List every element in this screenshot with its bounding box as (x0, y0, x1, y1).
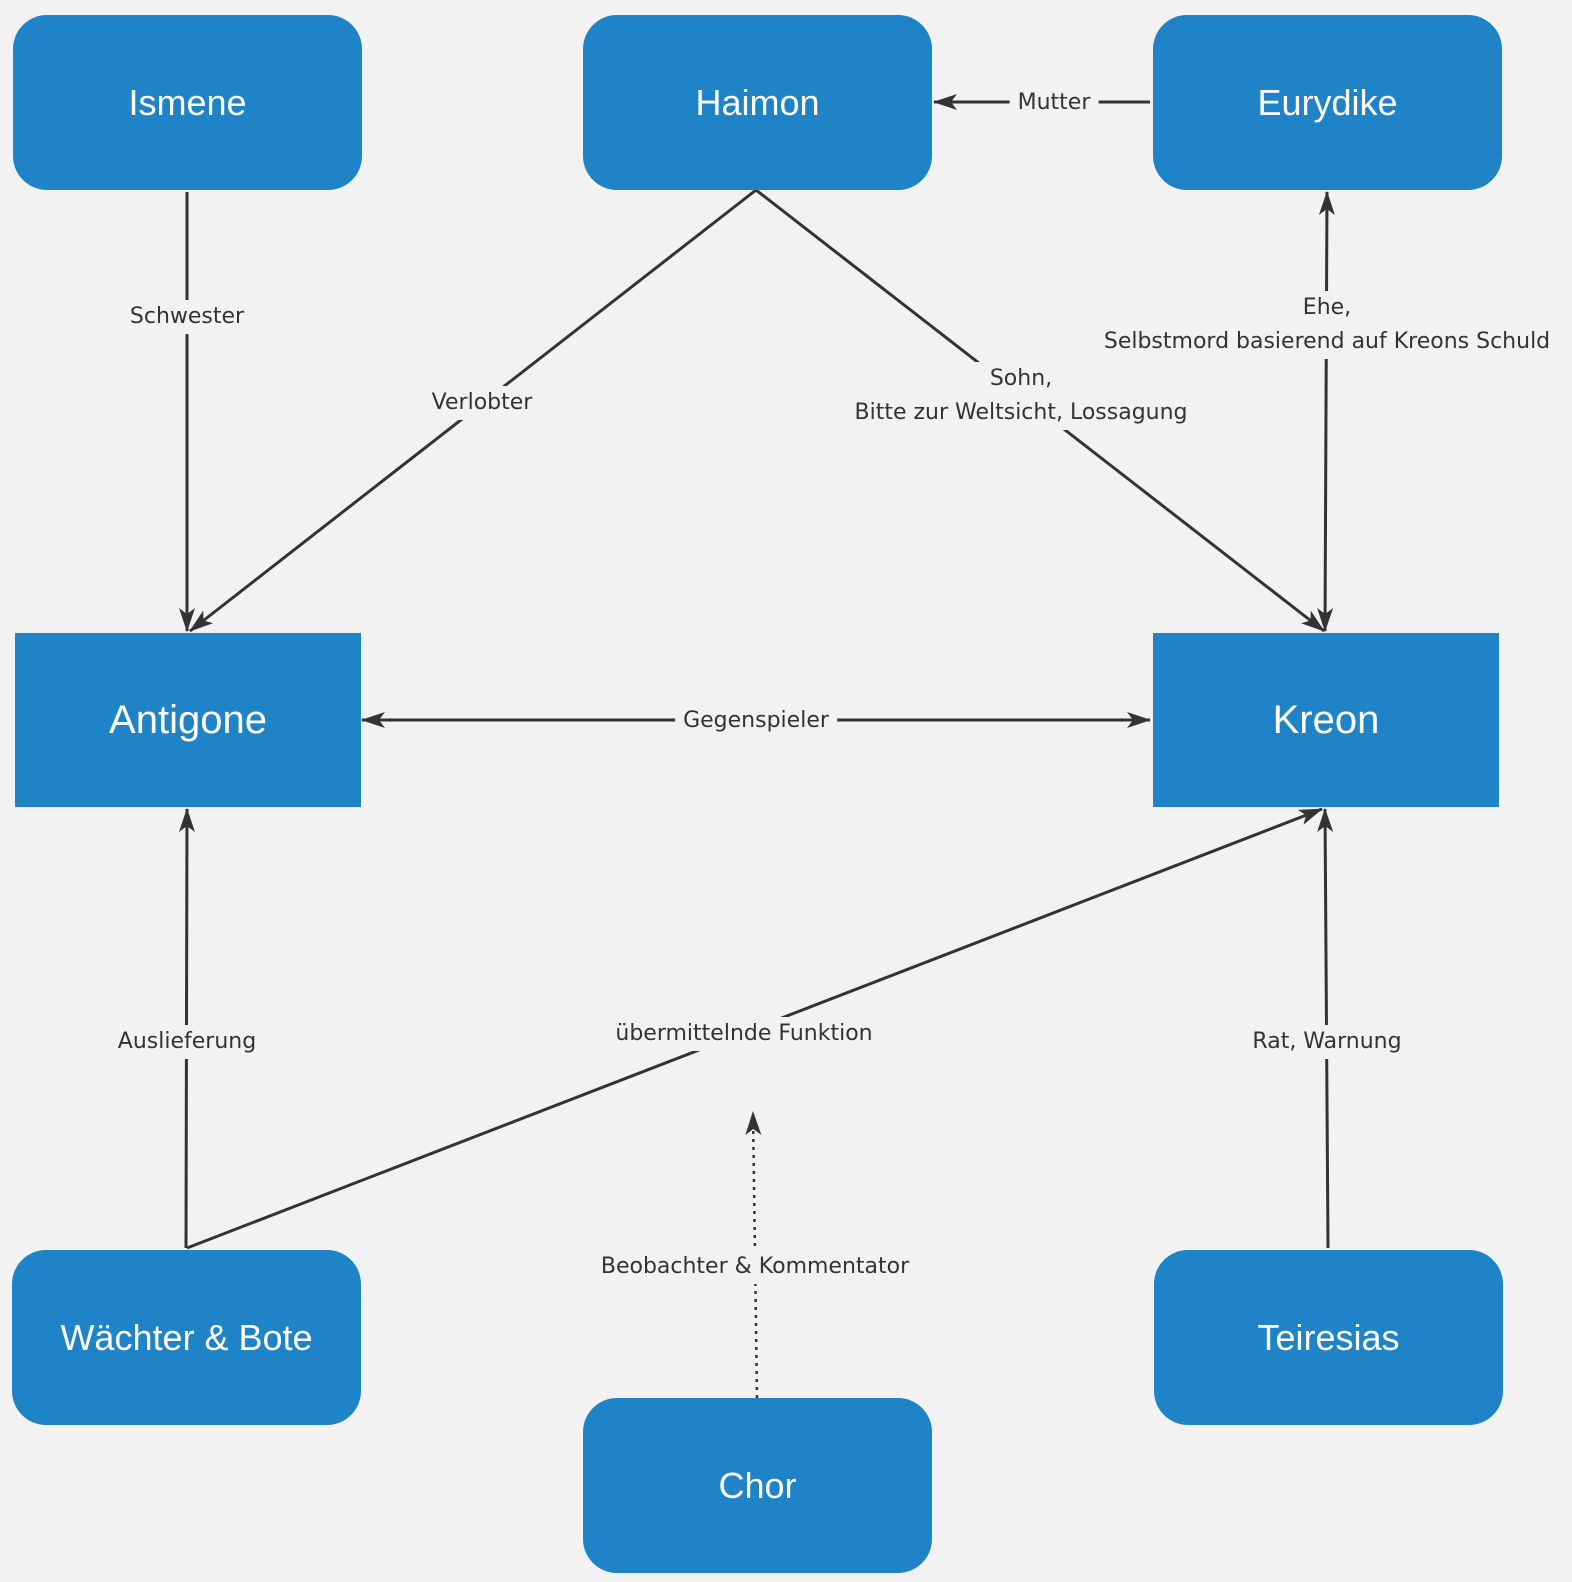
node-ismene[interactable]: Ismene (13, 15, 362, 190)
node-antigone[interactable]: Antigone (15, 633, 361, 807)
edge-label-gegenspieler: Gegenspieler (675, 704, 837, 738)
edge-label-auslieferung: Auslieferung (109, 1025, 265, 1059)
edge-label-rat: Rat, Warnung (1244, 1025, 1410, 1059)
node-haimon[interactable]: Haimon (583, 15, 932, 190)
edge-label-ehe-line1: Ehe, (1302, 295, 1352, 320)
edge-label-sohn-line2: Bitte zur Weltsicht, Lossagung (854, 400, 1188, 425)
edge-ehe (1317, 191, 1335, 632)
node-eurydike[interactable]: Eurydike (1153, 15, 1502, 190)
node-waechter-bote[interactable]: Wächter & Bote (12, 1250, 361, 1425)
edge-label-ehe-line2: Selbstmord basierend auf Kreons Schuld (1103, 329, 1551, 354)
edge-label-mutter: Mutter (1009, 86, 1099, 120)
node-kreon[interactable]: Kreon (1153, 633, 1499, 807)
edge-label-sohn-line1: Sohn, (989, 366, 1053, 391)
edge-label-schwester: Schwester (121, 300, 253, 334)
edge-label-ehe: Ehe, Selbstmord basierend auf Kreons Sch… (1095, 291, 1559, 359)
edge-label-beobachter: Beobachter & Kommentator (592, 1250, 918, 1284)
node-teiresias[interactable]: Teiresias (1154, 1250, 1503, 1425)
edge-label-verlobter: Verlobter (423, 386, 541, 420)
node-chor[interactable]: Chor (583, 1398, 932, 1573)
edge-label-uebermittelnd: übermittelnde Funktion (607, 1017, 881, 1051)
edge-label-sohn: Sohn, Bitte zur Weltsicht, Lossagung (846, 362, 1196, 430)
